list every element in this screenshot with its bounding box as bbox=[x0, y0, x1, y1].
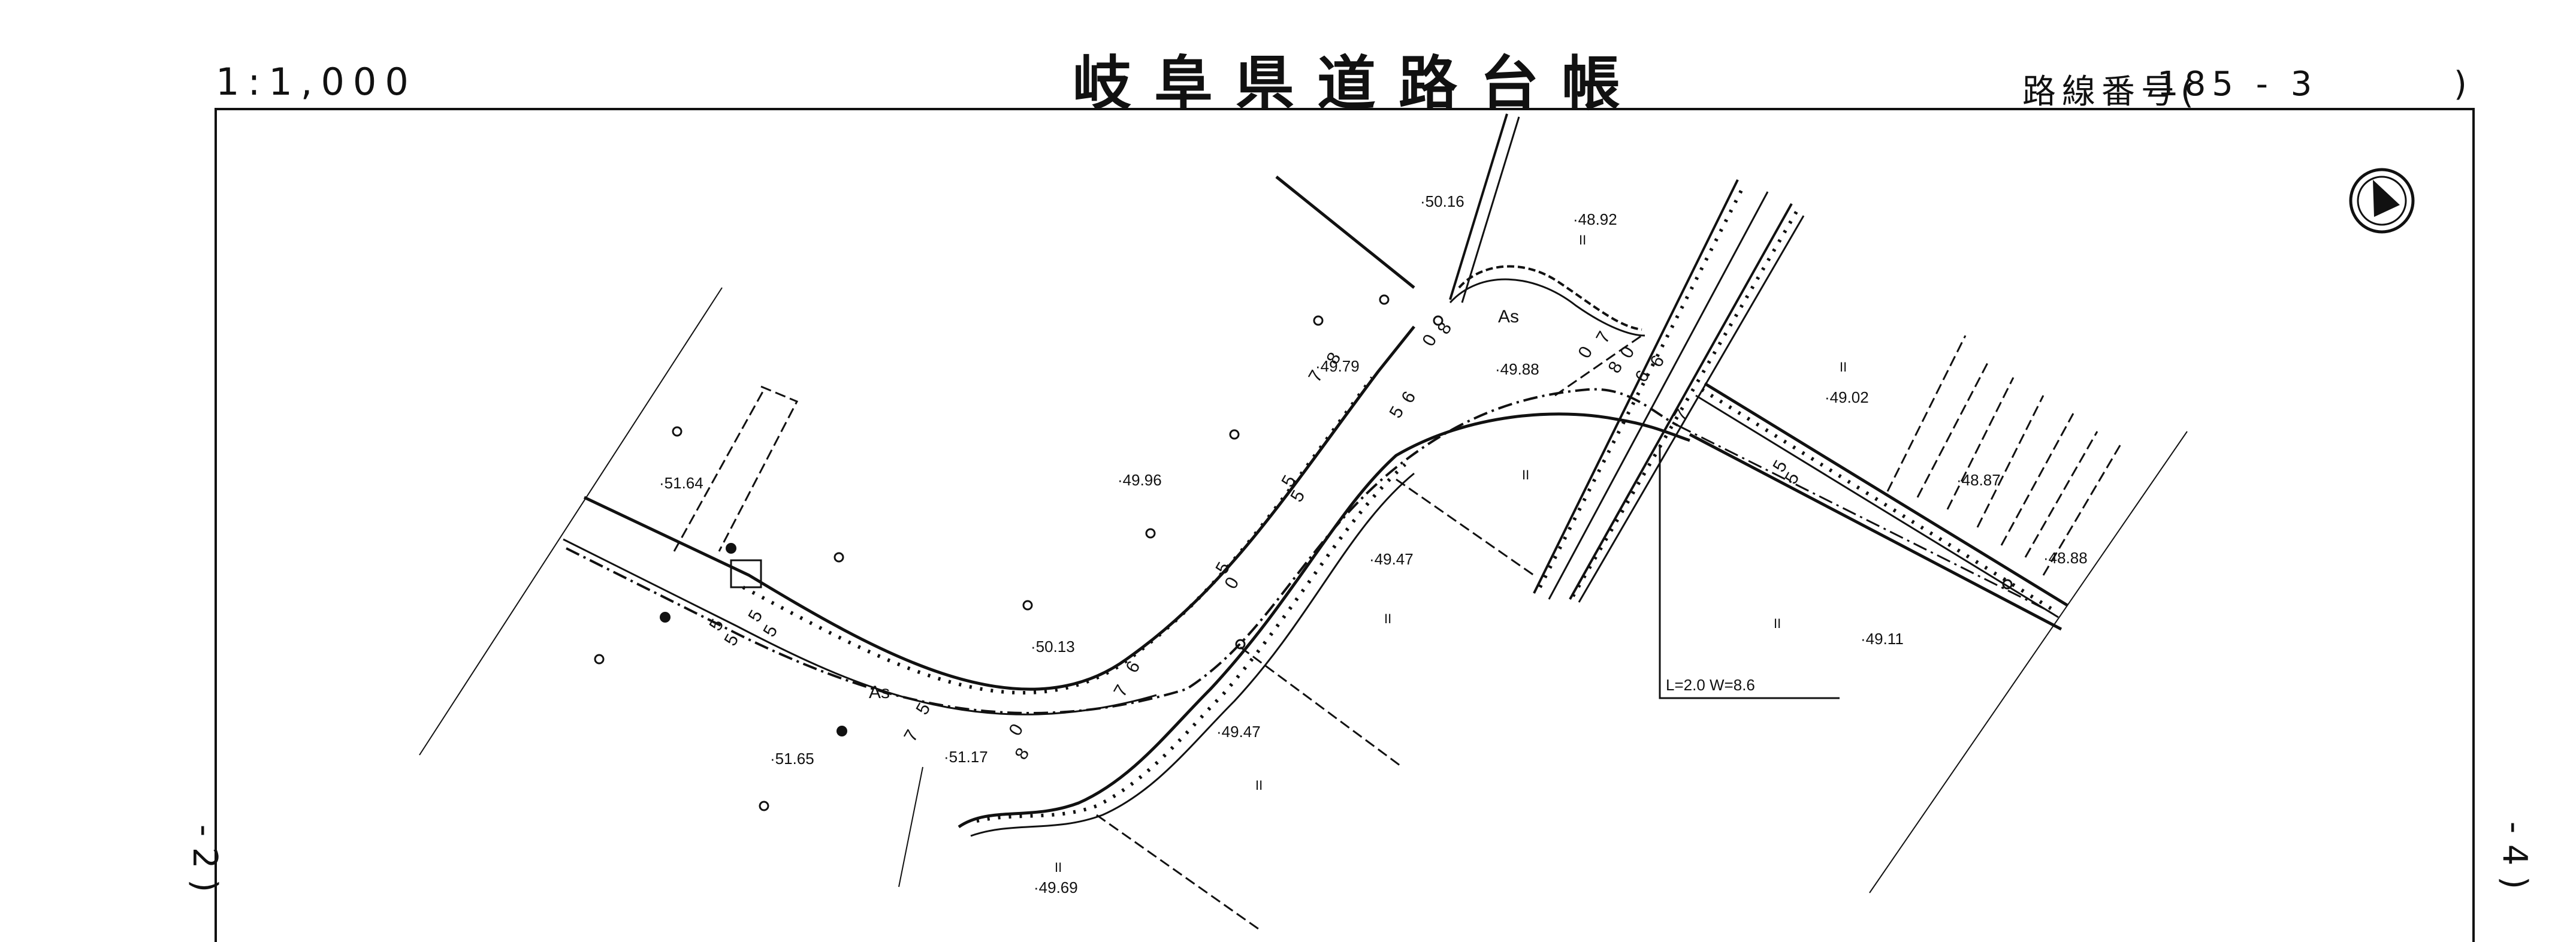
elevation-label: ·48.87 bbox=[1956, 471, 2001, 489]
zone-mark: II bbox=[1774, 616, 1781, 631]
width-mark: 8 bbox=[1433, 319, 1455, 338]
elevation-label: ·50.16 bbox=[1420, 192, 1464, 210]
width-mark: 8 bbox=[1604, 358, 1626, 377]
elevation-label: ·50.13 bbox=[1031, 638, 1075, 656]
width-mark: 7 bbox=[900, 727, 922, 745]
surface-label: As bbox=[869, 683, 890, 702]
utility-box bbox=[730, 559, 762, 588]
width-mark: 5 bbox=[720, 631, 742, 650]
elevation-label: ·49.47 bbox=[1216, 723, 1261, 741]
elevation-label: ·49.47 bbox=[1369, 550, 1414, 568]
surface-label: As bbox=[1498, 307, 1519, 327]
boundary-lines bbox=[419, 287, 2188, 893]
main-road bbox=[563, 325, 2068, 837]
elevation-label: ·49.69 bbox=[1034, 878, 1078, 896]
zone-mark: II bbox=[1384, 611, 1391, 626]
width-mark: 7 bbox=[1592, 328, 1614, 347]
width-mark: 5 bbox=[1278, 472, 1300, 491]
elevation-label: ·51.65 bbox=[770, 750, 814, 768]
width-mark: 0 bbox=[1221, 574, 1243, 593]
width-mark: 7 bbox=[1110, 682, 1132, 701]
width-mark: 0 bbox=[1005, 721, 1027, 739]
width-mark: 0 bbox=[1574, 343, 1596, 362]
width-mark: 8 bbox=[1011, 745, 1033, 763]
elevation-label: ·49.88 bbox=[1495, 360, 1539, 378]
width-mark: 5 bbox=[705, 616, 727, 635]
cross-road-north bbox=[1275, 113, 1645, 337]
elevation-label: ·49.79 bbox=[1315, 357, 1360, 375]
zone-marks: II II II II II II II bbox=[1055, 233, 1847, 875]
bridge-spec: L=2.0 W=8.6 bbox=[1666, 676, 1755, 694]
route-number-close: ) bbox=[2454, 65, 2467, 104]
elevation-label: ·48.88 bbox=[2043, 549, 2088, 567]
zone-mark: II bbox=[1840, 360, 1847, 375]
elevation-label: ·49.96 bbox=[1118, 471, 1162, 489]
zone-mark: II bbox=[1579, 233, 1586, 247]
width-mark: 0 bbox=[1418, 331, 1440, 350]
map-frame bbox=[215, 108, 2475, 942]
curb-marks bbox=[742, 185, 2056, 823]
marker-dots bbox=[660, 543, 847, 736]
elevation-label: ·49.11 bbox=[1861, 630, 1904, 648]
parcel-lines bbox=[673, 335, 2122, 930]
width-mark: 6 bbox=[1397, 388, 1420, 407]
zone-mark: II bbox=[1522, 467, 1529, 482]
surface-labels: As As bbox=[869, 307, 1519, 702]
elevation-label: ·49.02 bbox=[1825, 388, 1869, 406]
elevation-label: ·48.92 bbox=[1573, 210, 1617, 228]
crossing-road-bridge bbox=[1533, 179, 1840, 699]
width-mark: 5 bbox=[1287, 487, 1309, 506]
width-mark: 5 bbox=[744, 607, 766, 626]
zone-mark: II bbox=[1055, 860, 1062, 875]
north-arrow-icon bbox=[2349, 168, 2415, 234]
map-scale: 1:1,000 bbox=[216, 60, 417, 104]
elevation-label: ·51.64 bbox=[659, 474, 703, 492]
width-mark: 5 bbox=[1385, 403, 1408, 422]
width-mark: 5 bbox=[759, 622, 781, 641]
elevation-labels: ·50.16 ·48.92 ·49.79 ·49.88 ·49.02 ·51.64 ·49.… bbox=[659, 192, 2088, 896]
route-number-label: 路線番号( bbox=[2022, 73, 2200, 111]
map-title: 岐阜県道路台帳 bbox=[1073, 50, 1644, 118]
zone-mark: II bbox=[1255, 778, 1263, 793]
width-mark: 6 bbox=[1122, 658, 1144, 677]
point-symbols bbox=[594, 294, 2013, 811]
route-number: 185 - 3 bbox=[2157, 65, 2318, 104]
elevation-label: ·51.17 bbox=[944, 748, 988, 766]
